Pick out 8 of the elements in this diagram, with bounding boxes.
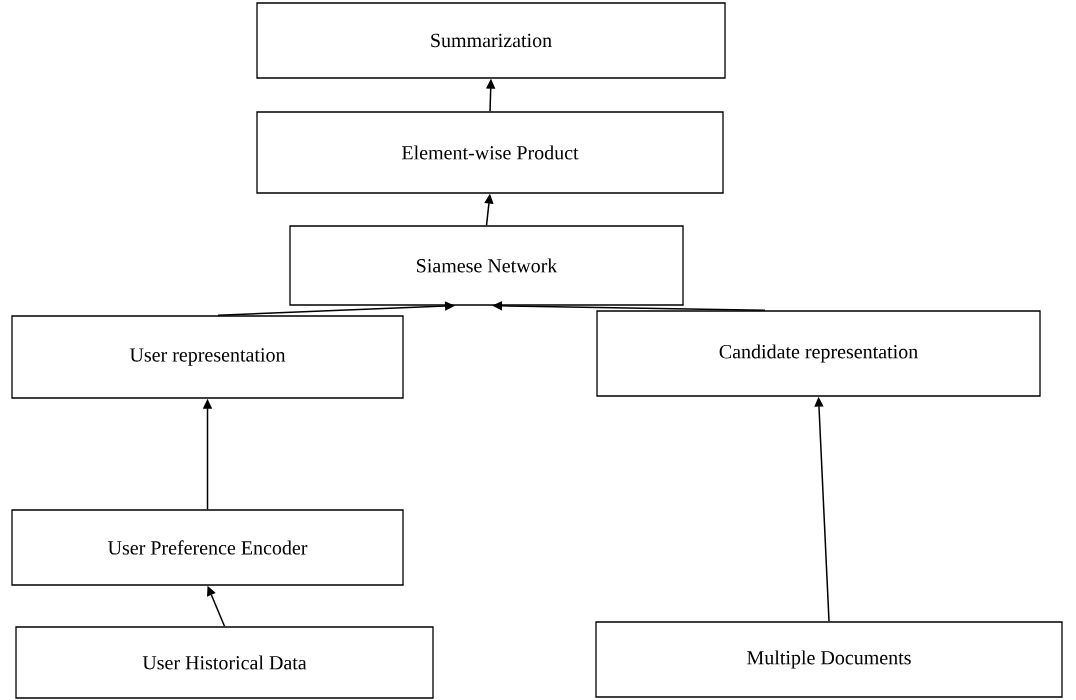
process-box: Element-wise Product	[256, 111, 724, 194]
process-box: User Preference Encoder	[11, 509, 404, 586]
process-box: User Historical Data	[15, 626, 434, 699]
process-box: User representation	[11, 315, 404, 399]
process-box: Multiple Documents	[595, 621, 1063, 698]
process-box: Siamese Network	[289, 225, 684, 306]
process-box: Summarization	[256, 2, 726, 79]
process-box: Candidate representation	[596, 310, 1041, 397]
